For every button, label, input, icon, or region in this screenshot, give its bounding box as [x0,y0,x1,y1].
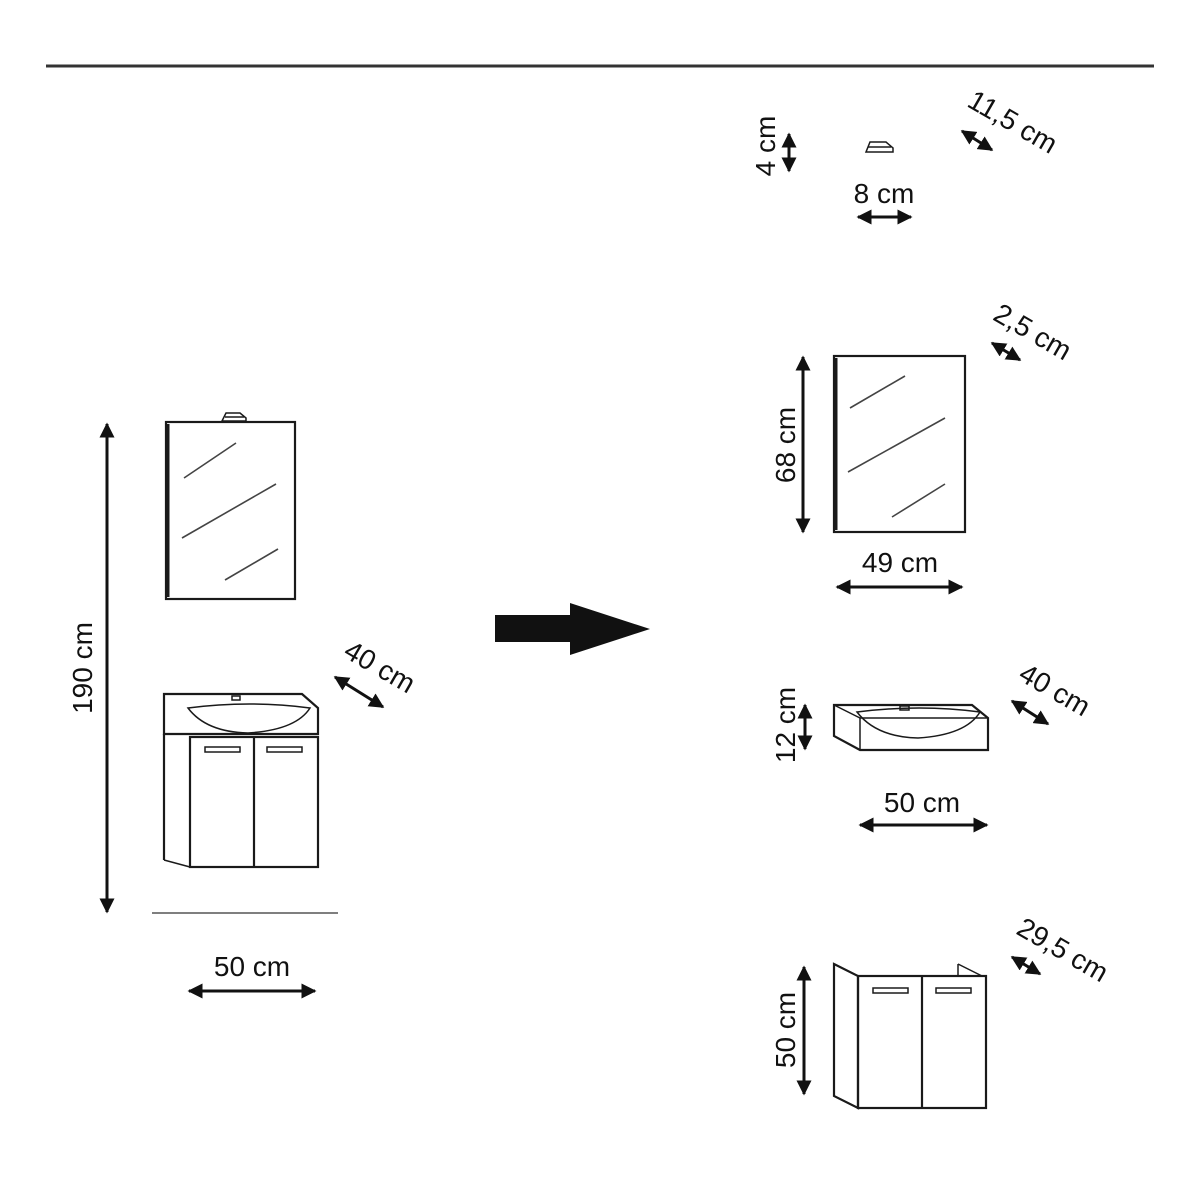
assembled-depth-label: 40 cm [339,634,421,699]
lamp-width-label: 8 cm [854,178,915,209]
mirror-depth-label: 2,5 cm [989,297,1077,366]
right-arrow-icon [495,603,650,655]
assembled-vanity [162,692,320,869]
assembled-lamp-icon [220,412,247,422]
cabinet-depth-label: 29,5 cm [1012,911,1114,988]
cabinet-depth-arrow [1010,955,1042,976]
component-lamp: 4 cm 8 cm 11,5 cm [750,84,1063,225]
sink-depth-label: 40 cm [1014,657,1096,722]
cabinet-height-label: 50 cm [770,992,801,1068]
lamp-height-label: 4 cm [750,116,781,177]
mirror-height-label: 68 cm [770,407,801,483]
sink-width-label: 50 cm [884,787,960,818]
lamp-icon [864,141,894,153]
assembled-width-label: 50 cm [214,951,290,982]
lamp-depth-arrow [960,129,994,152]
mirror-depth-arrow [990,341,1022,362]
sink-height-label: 12 cm [770,687,801,763]
lamp-depth-label: 11,5 cm [963,84,1063,160]
assembled-set: 190 cm 40 cm [67,412,421,999]
component-sink: 12 cm 50 cm 40 cm [770,657,1096,833]
component-mirror: 68 cm 49 cm 2,5 cm [770,297,1077,595]
sink-depth-arrow [1010,699,1050,726]
component-cabinet: 50 cm 29,5 cm [770,911,1114,1110]
mirror-width-label: 49 cm [862,547,938,578]
assembled-mirror [164,412,297,601]
assembled-height-label: 190 cm [67,622,98,714]
assembled-depth-arrow [333,675,385,709]
